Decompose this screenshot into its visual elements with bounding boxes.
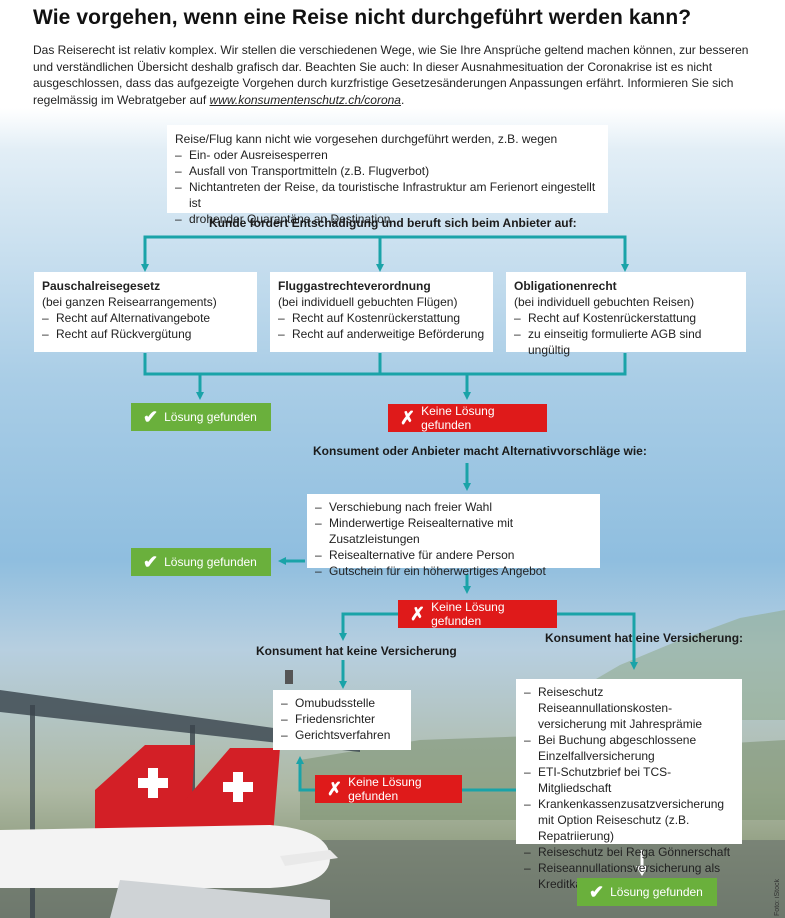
- solution-found-badge: ✔ Lösung gefunden: [577, 878, 717, 906]
- list-item: Recht auf Rückvergütung: [42, 326, 249, 342]
- solution-found-label: Lösung gefunden: [610, 885, 703, 899]
- law-box-pauschalreise: Pauschalreisegesetz (bei ganzen Reisearr…: [34, 272, 257, 352]
- no-solution-label: Keine Lösung gefunden: [348, 775, 462, 803]
- no-solution-label: Keine Lösung gefunden: [421, 404, 547, 432]
- list-item: Ein- oder Ausreisesperren: [175, 147, 600, 163]
- cross-icon: ✗: [410, 605, 425, 623]
- list-item: Gerichtsverfahren: [281, 727, 403, 743]
- check-icon: ✔: [143, 408, 158, 426]
- label-alternatives: Konsument oder Anbieter macht Alternativ…: [313, 444, 647, 458]
- list-item: Reisealternative für andere Person: [315, 547, 592, 563]
- law-box-title: Pauschalreisegesetz: [42, 278, 249, 294]
- list-item: Reiseschutz bei Rega Gönnerschaft: [524, 844, 734, 860]
- solution-found-badge: ✔ Lösung gefunden: [131, 403, 271, 431]
- list-item: Minderwertige Reisealternative mit Zusat…: [315, 515, 592, 547]
- list-item: zu einseitig formulierte AGB sind ungült…: [514, 326, 738, 358]
- label-insurance: Konsument hat eine Versicherung:: [545, 631, 743, 645]
- law-box-fluggastrechte: Fluggastrechteverordnung (bei individuel…: [270, 272, 493, 352]
- list-item: Omubudsstelle: [281, 695, 403, 711]
- law-box-obligationenrecht: Obligationenrecht (bei individuell gebuc…: [506, 272, 746, 352]
- list-item: ETI-Schutzbrief bei TCS-Mitgliedschaft: [524, 764, 734, 796]
- list-item: Recht auf Kostenrückerstattung: [278, 310, 485, 326]
- list-item: Recht auf anderweitige Beförderung: [278, 326, 485, 342]
- no-solution-badge: ✗ Keine Lösung gefunden: [315, 775, 462, 803]
- list-item: Recht auf Kostenrückerstattung: [514, 310, 738, 326]
- list-item: Nichtantreten der Reise, da touristische…: [175, 179, 600, 211]
- list-item: Bei Buchung abgeschlossene Einzelfallver…: [524, 732, 734, 764]
- start-box-title: Reise/Flug kann nicht wie vorgesehen dur…: [175, 131, 600, 147]
- law-box-subtitle: (bei individuell gebuchten Flügen): [278, 294, 485, 310]
- list-item: Ausfall von Transportmitteln (z.B. Flugv…: [175, 163, 600, 179]
- list-item: Friedensrichter: [281, 711, 403, 727]
- cross-icon: ✗: [400, 409, 415, 427]
- law-box-subtitle: (bei ganzen Reisearrangements): [42, 294, 249, 310]
- list-item: Krankenkassenzusatzversicherung mit Opti…: [524, 796, 734, 844]
- alternatives-box: Verschiebung nach freier Wahl Minderwert…: [307, 494, 600, 568]
- check-icon: ✔: [143, 553, 158, 571]
- no-solution-badge: ✗ Keine Lösung gefunden: [398, 600, 557, 628]
- start-box: Reise/Flug kann nicht wie vorgesehen dur…: [167, 125, 608, 213]
- start-box-list: Ein- oder Ausreisesperren Ausfall von Tr…: [175, 147, 600, 227]
- photo-credit: Foto: iStock: [774, 879, 781, 916]
- law-box-title: Fluggastrechteverordnung: [278, 278, 485, 294]
- list-item: Reiseschutz Reiseannullationskosten­vers…: [524, 684, 734, 732]
- insurance-box: Reiseschutz Reiseannullationskosten­vers…: [516, 679, 742, 844]
- solution-found-label: Lösung gefunden: [164, 410, 257, 424]
- list-item: Verschiebung nach freier Wahl: [315, 499, 592, 515]
- label-no-insurance: Konsument hat keine Versicherung: [256, 644, 457, 658]
- no-solution-badge: ✗ Keine Lösung gefunden: [388, 404, 547, 432]
- list-item: Gutschein für ein höherwertiges Angebot: [315, 563, 592, 579]
- label-claim: Kunde fordert Entschädigung und beruft s…: [209, 216, 577, 230]
- solution-found-label: Lösung gefunden: [164, 555, 257, 569]
- list-item: Recht auf Alternativangebote: [42, 310, 249, 326]
- solution-found-badge: ✔ Lösung gefunden: [131, 548, 271, 576]
- no-solution-label: Keine Lösung gefunden: [431, 600, 557, 628]
- cross-icon: ✗: [327, 780, 342, 798]
- no-insurance-box: Omubudsstelle Friedensrichter Gerichtsve…: [273, 690, 411, 750]
- check-icon: ✔: [589, 883, 604, 901]
- law-box-title: Obligationenrecht: [514, 278, 738, 294]
- law-box-subtitle: (bei individuell gebuchten Reisen): [514, 294, 738, 310]
